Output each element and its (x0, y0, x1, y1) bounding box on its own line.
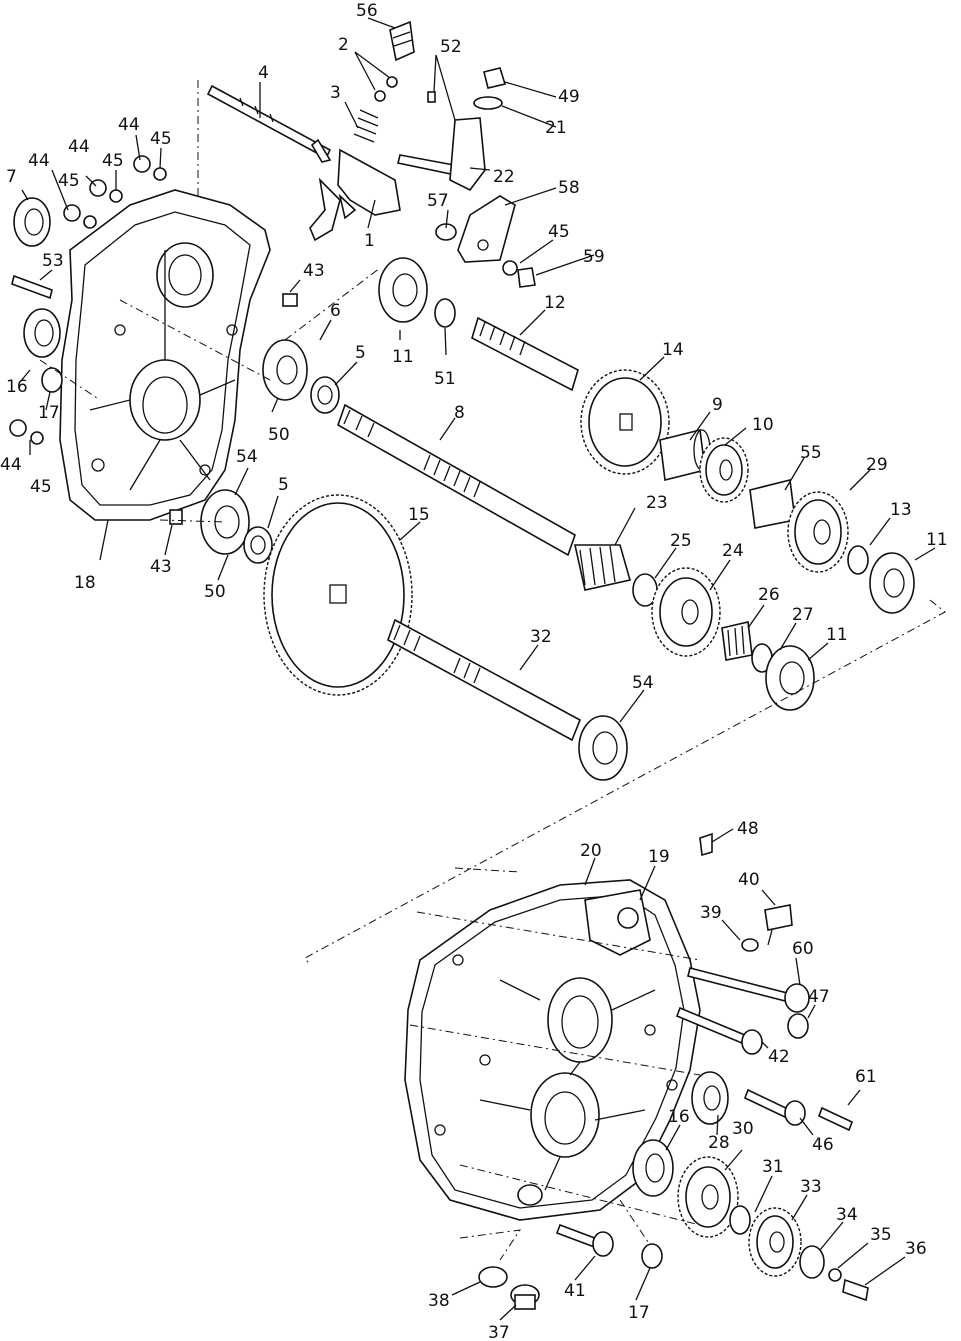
label-43-a: 43 (303, 261, 325, 281)
label-18: 18 (74, 573, 96, 593)
label-4: 4 (258, 63, 269, 83)
label-58: 58 (558, 178, 580, 198)
label-51: 51 (434, 369, 456, 389)
label-32: 32 (530, 627, 552, 647)
label-36: 36 (905, 1239, 927, 1259)
label-44-a: 44 (118, 115, 140, 135)
label-57: 57 (427, 191, 449, 211)
label-10: 10 (752, 415, 774, 435)
label-34: 34 (836, 1205, 858, 1225)
right-small-parts (478, 832, 869, 1310)
label-30: 30 (732, 1119, 754, 1139)
label-17-b: 17 (628, 1303, 650, 1323)
label-37: 37 (488, 1323, 510, 1341)
label-19: 19 (648, 847, 670, 867)
label-53: 53 (42, 251, 64, 271)
shift-assembly (206, 20, 536, 288)
label-1: 1 (364, 231, 375, 251)
label-45-d: 45 (30, 477, 52, 497)
label-38: 38 (428, 1291, 450, 1311)
label-43-b: 43 (150, 557, 172, 577)
label-54-b: 54 (632, 673, 654, 693)
mainshaft-group (262, 339, 815, 711)
label-16-a: 16 (6, 377, 28, 397)
label-49: 49 (558, 87, 580, 107)
label-39: 39 (700, 903, 722, 923)
label-31: 31 (762, 1157, 784, 1177)
label-6: 6 (330, 301, 341, 321)
label-20: 20 (580, 841, 602, 861)
label-45-a: 45 (150, 129, 172, 149)
label-42: 42 (768, 1047, 790, 1067)
label-11-a: 11 (392, 347, 414, 367)
label-26: 26 (758, 585, 780, 605)
label-52: 52 (440, 37, 462, 57)
label-29: 29 (866, 455, 888, 475)
label-48: 48 (737, 819, 759, 839)
label-35: 35 (870, 1225, 892, 1245)
label-61: 61 (855, 1067, 877, 1087)
label-12: 12 (544, 293, 566, 313)
label-5-a: 5 (355, 343, 366, 363)
label-40: 40 (738, 870, 760, 890)
label-60: 60 (792, 939, 814, 959)
left-small-parts (9, 155, 298, 525)
label-33: 33 (800, 1177, 822, 1197)
label-56: 56 (356, 1, 378, 21)
label-5-b: 5 (278, 475, 289, 495)
countershaft-group (378, 257, 915, 614)
label-44-d: 44 (0, 455, 22, 475)
label-25: 25 (670, 531, 692, 551)
label-44-c: 44 (28, 151, 50, 171)
label-11-b: 11 (926, 530, 948, 550)
label-15: 15 (408, 505, 430, 525)
label-59: 59 (583, 247, 605, 267)
label-47: 47 (808, 987, 830, 1007)
label-44-b: 44 (68, 137, 90, 157)
label-17-a: 17 (38, 403, 60, 423)
label-24: 24 (722, 541, 744, 561)
label-54-a: 54 (236, 447, 258, 467)
label-13: 13 (890, 500, 912, 520)
label-50-a: 50 (268, 425, 290, 445)
label-9: 9 (712, 395, 723, 415)
label-41: 41 (564, 1281, 586, 1301)
label-45-c: 45 (58, 171, 80, 191)
label-22: 22 (493, 167, 515, 187)
label-21: 21 (545, 118, 567, 138)
label-28: 28 (708, 1133, 730, 1153)
label-11-c: 11 (826, 625, 848, 645)
label-3: 3 (330, 83, 341, 103)
label-16-b: 16 (668, 1107, 690, 1127)
label-27: 27 (792, 605, 814, 625)
label-2: 2 (338, 35, 349, 55)
label-50-b: 50 (204, 582, 226, 602)
label-46: 46 (812, 1135, 834, 1155)
left-transmission-case (59, 189, 271, 521)
leader-lines (19, 17, 936, 1321)
label-7: 7 (6, 167, 17, 187)
label-45-shift: 45 (548, 222, 570, 242)
output-group (200, 489, 628, 781)
label-45-b: 45 (102, 151, 124, 171)
label-55: 55 (800, 443, 822, 463)
assembly-lines (39, 80, 946, 1261)
label-14: 14 (662, 340, 684, 360)
label-23: 23 (646, 493, 668, 513)
label-8: 8 (454, 403, 465, 423)
